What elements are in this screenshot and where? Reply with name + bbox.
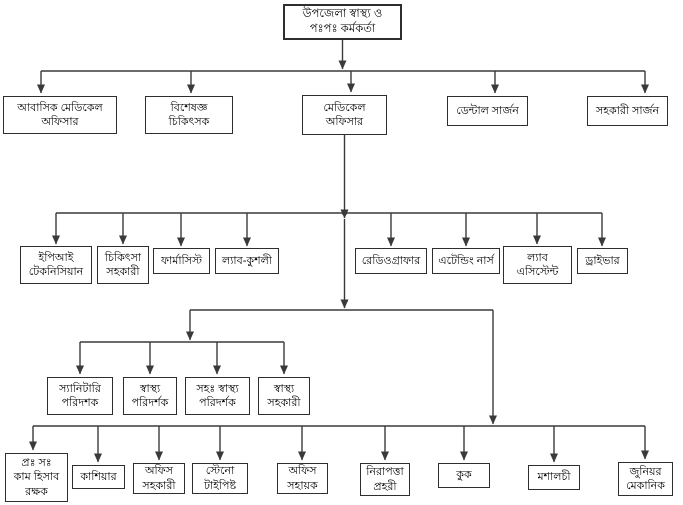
connector-to-level5 bbox=[29, 310, 649, 463]
node-assistant-health-inspector: সহঃ স্বাস্থ্য পরিদর্শক bbox=[185, 377, 250, 415]
node-driver: ড্রাইভার bbox=[577, 248, 628, 274]
connector-medical-officer-to-level3 bbox=[52, 135, 606, 247]
node-steno-typist: স্টেনো টাইপিষ্ট bbox=[192, 463, 248, 494]
node-torch-bearer: মশালচী bbox=[528, 465, 580, 490]
node-medical-officer: মেডিকেল অফিসার bbox=[302, 95, 387, 135]
node-health-inspector: স্বাস্থ্য পরিদর্শক bbox=[123, 377, 177, 415]
node-junior-mechanic: জুনিয়র মেকানিক bbox=[618, 462, 673, 496]
node-cook: কুক bbox=[438, 463, 490, 488]
node-pharmacist: ফার্মাসিস্ট bbox=[153, 248, 210, 274]
node-epi-technician: ইপিআই টেকনিসিয়ান bbox=[20, 246, 92, 284]
node-sanitary-inspector: স্যানিটারি পরিদশক bbox=[47, 377, 113, 415]
node-upazila-health-fp-officer: উপজেলা স্বাস্থ্য ও পঃপঃ কর্মকর্তা bbox=[283, 4, 402, 40]
node-lab-assistant: ল্যাব এসিস্টেন্ট bbox=[503, 246, 572, 284]
node-health-assistant: স্বাস্থ্য সহকারী bbox=[258, 377, 310, 415]
node-cashier: কাশিয়ার bbox=[72, 465, 125, 489]
node-assistant-surgeon: সহকারী সার্জন bbox=[587, 96, 668, 126]
node-specialist-physician: বিশেষজ্ঞ চিকিৎসক bbox=[145, 96, 233, 134]
node-radiographer: রেডিওগ্রাফার bbox=[355, 248, 427, 274]
node-dental-surgeon: ডেন্টাল সার্জন bbox=[447, 96, 528, 126]
node-security-guard: নিরাপত্তা প্রহরী bbox=[360, 463, 410, 496]
node-attending-nurse: এটেন্ডিং নার্স bbox=[432, 248, 500, 274]
node-head-assistant-cum-accountant: প্রঃ সঃ কাম হিসাব রক্ষক bbox=[5, 453, 68, 502]
connector-root-to-level2 bbox=[37, 40, 649, 94]
node-office-support-staff: অফিস সহায়ক bbox=[277, 463, 328, 494]
node-medical-assistant: চিকিৎসা সহকারী bbox=[97, 246, 149, 284]
node-lab-technologist: ল্যাব-কুশলী bbox=[215, 248, 279, 274]
connector-to-level4 bbox=[76, 310, 288, 375]
node-resident-medical-officer: আবাসিক মেডিকেল অফিসার bbox=[3, 96, 117, 134]
node-office-assistant: অফিস সহকারী bbox=[133, 463, 185, 494]
connector-trunk-to-lower-levels bbox=[190, 219, 493, 311]
